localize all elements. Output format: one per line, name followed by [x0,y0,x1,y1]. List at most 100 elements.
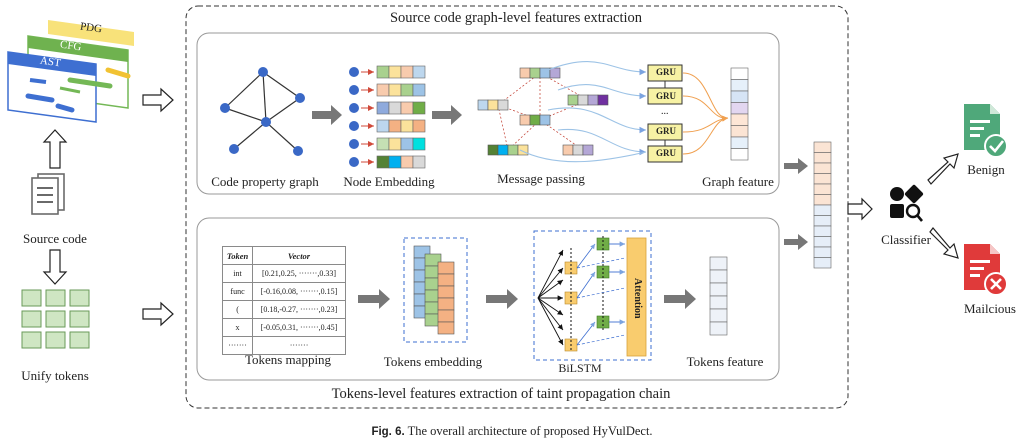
node-embedding-label: Node Embedding [343,174,435,189]
table-row: x[-0.05,0.31, ·······,0.45] [221,318,346,337]
node-embedding [349,65,426,169]
fused-feature-cell [813,236,832,248]
mp-cell [539,114,551,126]
arrow-to-graph-icon [142,87,174,113]
tok-embed-cell [437,273,455,287]
node-dot [349,121,359,131]
embedding-cell [400,65,414,79]
bottom-title: Tokens-level features extraction of tain… [331,386,671,402]
embedding-cell [412,65,426,79]
table-row: func[-0.16,0.08, ·······,0.15] [221,282,346,301]
tokens-mapping-label: Tokens mapping [244,352,332,367]
embedding-cell [376,65,390,79]
embedding-cell [376,101,390,115]
document-icon [31,173,65,215]
table-row: ([0.18,-0.27, ·······,0.23] [221,300,346,319]
node-dot [349,139,359,149]
mp-cell [487,144,499,156]
token-vector-table: Token Vector int[0.21,0.25, ·······,0.33… [221,246,346,355]
tokens-grid-icon [21,289,90,349]
mp-cell [567,94,579,106]
fused-feature-cell [813,257,832,269]
graph-feature-cell [730,67,749,80]
node-dot [349,103,359,113]
attention-label: Attention [632,278,643,319]
mp-cell [477,99,489,111]
gru-1-label: GRU [656,67,676,77]
tok-feature-cell [709,321,728,336]
embedding-cell [376,119,390,133]
fused-feature-cell [813,183,832,195]
graph-panel [196,32,780,195]
fused-feature-cell [813,141,832,153]
mp-cell [517,144,529,156]
table-row: int[0.21,0.25, ·······,0.33] [221,264,346,283]
arrow-to-tokens-icon [142,301,174,327]
graph-feature-label: Graph feature [702,174,774,189]
up-arrow-icon [42,129,68,169]
tokens-feature-vector [709,256,728,336]
tokens-embedding-label: Tokens embedding [383,354,483,369]
graph-feature-cell [730,79,749,92]
node-dot [349,85,359,95]
source-code-label: Source code [23,231,87,246]
embedding-cell [400,155,414,169]
benign-document-icon [964,104,1008,158]
tok-embed-cell [437,261,455,275]
mp-cell [577,94,589,106]
mp-cell [529,114,541,126]
classifier-icon [890,184,924,222]
tok-embed-cell [437,321,455,335]
mp-cell [519,67,531,79]
tok-embed-cell [437,309,455,323]
embedding-cell [412,137,426,151]
mp-cell [507,144,519,156]
fused-feature-cell [813,225,832,237]
gru-2-label: GRU [656,91,676,101]
arrow-embed-mp [432,105,462,125]
embedding-cell [388,65,402,79]
mp-cell [572,144,584,156]
embedding-cell [400,83,414,97]
message-passing-label: Message passing [497,171,585,186]
message-passing-graph [477,61,647,163]
tok-feature-cell [709,308,728,323]
fused-feature-cell [813,246,832,258]
graph-feature-vector [730,67,749,161]
graph-feature-cell [730,113,749,126]
mp-cell [582,144,594,156]
unify-tokens-label: Unify tokens [21,368,89,383]
graph-feature-cell [730,102,749,115]
outer-dashed-frame [185,5,849,409]
tok-embed-cell [437,285,455,299]
tok-feature-cell [709,269,728,284]
graph-feature-cell [730,136,749,149]
classifier-label: Classifier [881,232,931,247]
embedding-cell [412,83,426,97]
fused-feature-cell [813,204,832,216]
cpg-graph [224,71,301,152]
embedding-cell [388,137,402,151]
fused-feature-cell [813,152,832,164]
fused-feature-cell [813,162,832,174]
benign-label: Benign [967,162,1005,177]
tok-feature-cell [709,282,728,297]
graph-feature-cell [730,125,749,138]
tok-feature-cell [709,256,728,271]
embedding-cell [388,119,402,133]
embedding-cell [412,101,426,115]
mp-cell [597,94,609,106]
fused-feature-cell [813,194,832,206]
mp-cell [549,67,561,79]
cpg-label: Code property graph [211,174,319,189]
malicious-document-icon [964,244,1008,296]
mp-cell [562,144,574,156]
table-header-vector: Vector [252,246,346,265]
fused-feature-cell [813,173,832,185]
gru-ellipsis: ... [661,106,669,117]
embedding-cell [412,155,426,169]
embedding-cell [388,155,402,169]
mp-cell [497,144,509,156]
tokens-feature-label: Tokens feature [686,354,764,369]
gru-column [647,64,729,163]
